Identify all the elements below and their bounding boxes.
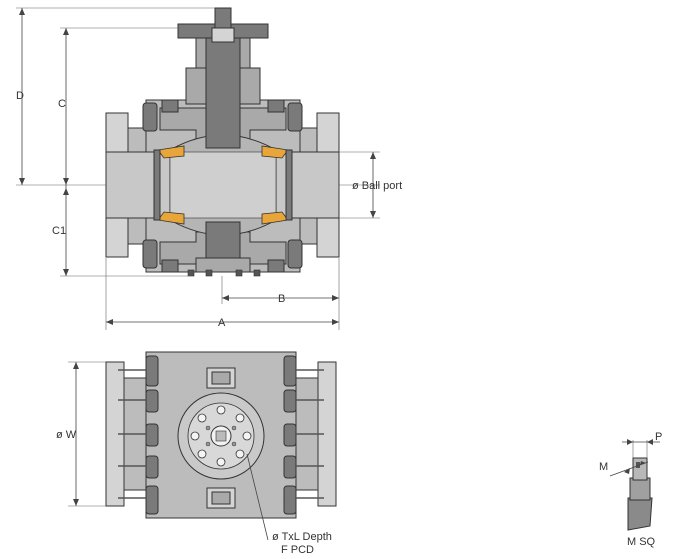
label-P: P [655,431,662,443]
seat-right-top [261,145,289,159]
label-W: ø W [56,429,77,441]
pcd-holes [190,405,252,467]
label-m-sq: M SQ [627,536,656,548]
label-ball-port: ø Ball port [352,180,402,192]
label-txl-depth: ø TxL Depth [272,531,332,543]
label-C1: C1 [52,225,66,237]
body-bolts-bottom [142,239,303,273]
dim-W: ø W [56,361,106,507]
valve-side-view [105,351,337,519]
dim-D: D [16,7,215,186]
valve-section-view [105,7,340,277]
dim-B: B [221,258,340,330]
dim-C1: C1 [52,185,190,277]
label-B: B [278,293,285,305]
body-bolts-top [142,99,303,132]
label-C: C [58,98,66,110]
leader-txl: ø TxL Depth F PCD [246,453,332,556]
seat-right-bottom [261,211,289,225]
dim-ball-port: ø Ball port [339,151,402,219]
dim-C: C [58,27,180,185]
trunnion [205,221,241,261]
stem [205,37,241,149]
label-f-pcd: F PCD [281,544,314,556]
stem-detail: P M M SQ [599,431,662,548]
label-A: A [218,317,226,329]
side-bolts-right [283,355,297,515]
dim-A: A [105,258,339,330]
seat-left-top [157,145,185,159]
label-M: M [599,461,608,473]
seat-left-bottom [157,211,185,225]
side-bolts-left [145,355,159,515]
stem-square [632,457,648,481]
label-D: D [16,90,24,102]
